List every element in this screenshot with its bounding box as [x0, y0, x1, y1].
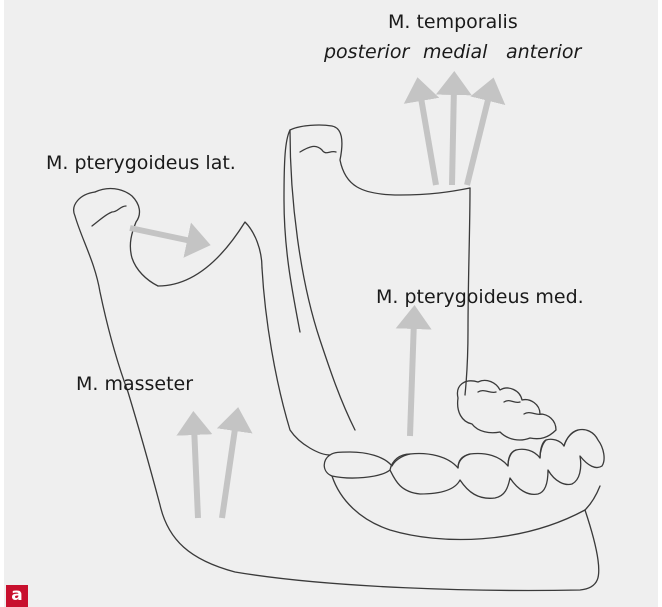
arrow-temporalis-anterior — [467, 92, 490, 185]
chin-outline — [585, 486, 600, 510]
condyle-outline — [95, 189, 158, 286]
sigmoid-notch — [158, 222, 262, 286]
arrow-pterygoideus-med — [410, 320, 414, 436]
arrow-masseter-anterior — [222, 422, 236, 518]
label-temporalis: M. temporalis — [388, 13, 518, 32]
anterior-ramus — [262, 268, 330, 455]
molar-back — [457, 380, 556, 440]
molar-back-cusps — [478, 391, 542, 415]
label-pterygoideus-med: M. pterygoideus med. — [376, 288, 584, 307]
arrow-temporalis-posterior — [420, 92, 436, 185]
alveolar-line — [332, 476, 585, 540]
arrow-temporalis-medial — [452, 86, 454, 185]
label-masseter: M. masseter — [76, 375, 193, 394]
condyle-inner — [92, 206, 126, 226]
label-temporalis-anterior: anterior — [506, 43, 581, 62]
teeth-row — [324, 429, 604, 498]
label-pterygoideus-lat: M. pterygoideus lat. — [46, 154, 236, 173]
label-temporalis-posterior: posterior — [324, 43, 409, 62]
coronoid-tip — [300, 146, 336, 152]
panel-label: a — [6, 585, 28, 607]
arrow-masseter-posterior — [194, 426, 198, 518]
arrow-pterygoideus-lat — [130, 228, 196, 242]
label-temporalis-medial: medial — [423, 43, 487, 62]
teeth-divisions — [390, 430, 578, 470]
